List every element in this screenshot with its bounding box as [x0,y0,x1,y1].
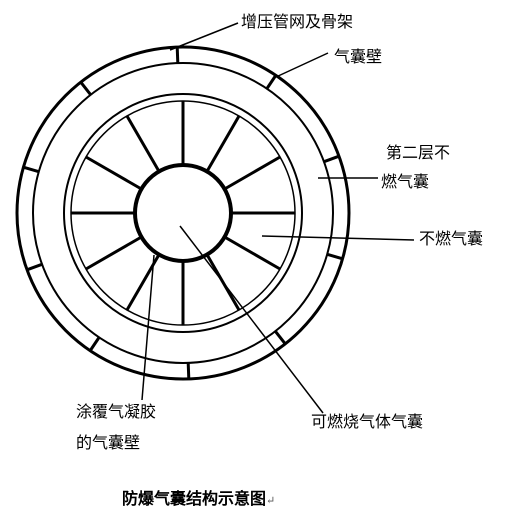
outer-divider-4 [186,362,191,379]
outer-ring-dividers [22,47,344,379]
label-flammable-gas-bag: 可燃烧气体气囊 [311,412,424,431]
inner-divider-9 [125,115,161,173]
inner-divider-2 [223,235,281,271]
inner-ring-dividers [71,101,295,325]
outer-divider-3 [274,330,287,345]
concentric-rings [15,45,351,381]
outer-divider-9 [175,47,180,64]
leader-nonflammable-bag [261,235,415,241]
outer-divider-5 [88,336,101,352]
outer-divider-7 [22,165,40,174]
outer-divider-1 [323,154,340,164]
outer-divider-8 [79,81,92,96]
caption-text: 防爆气囊结构示意图 [122,489,267,508]
leader-bag-wall [275,52,329,78]
inner-divider-11 [205,115,241,173]
inner-divider-8 [85,155,143,191]
inner-divider-12 [223,155,281,191]
leader-lines [141,22,415,414]
core-bag-wall [133,163,233,263]
label-bag-wall: 气囊壁 [334,47,383,66]
second-layer-outer-wall [63,93,303,333]
leader-flammable-gas [179,225,324,414]
leader-pipe-frame [169,22,239,51]
label-coated-wall-line1: 涂覆气凝胶 [76,402,157,421]
inner-divider-5 [125,253,161,311]
label-second-layer-line2: 燃气囊 [381,172,430,191]
leader-coated-wall [141,254,155,401]
label-nonflammable-bag: 不燃气囊 [419,229,484,248]
outer-bag-wall [15,45,351,381]
paragraph-mark: ↵ [266,494,276,507]
label-second-layer-line1: 第二层不 [386,143,451,162]
diagram-caption: 防爆气囊结构示意图↵ [122,485,275,509]
inner-divider-6 [85,235,143,271]
outer-divider-2 [326,252,344,261]
outer-ring-inner-wall [32,62,334,364]
label-pipe-frame: 增压管网及骨架 [241,12,354,31]
outer-divider-6 [26,262,43,272]
outer-divider-10 [265,74,278,90]
label-coated-wall-line2: 的气囊壁 [76,433,141,452]
